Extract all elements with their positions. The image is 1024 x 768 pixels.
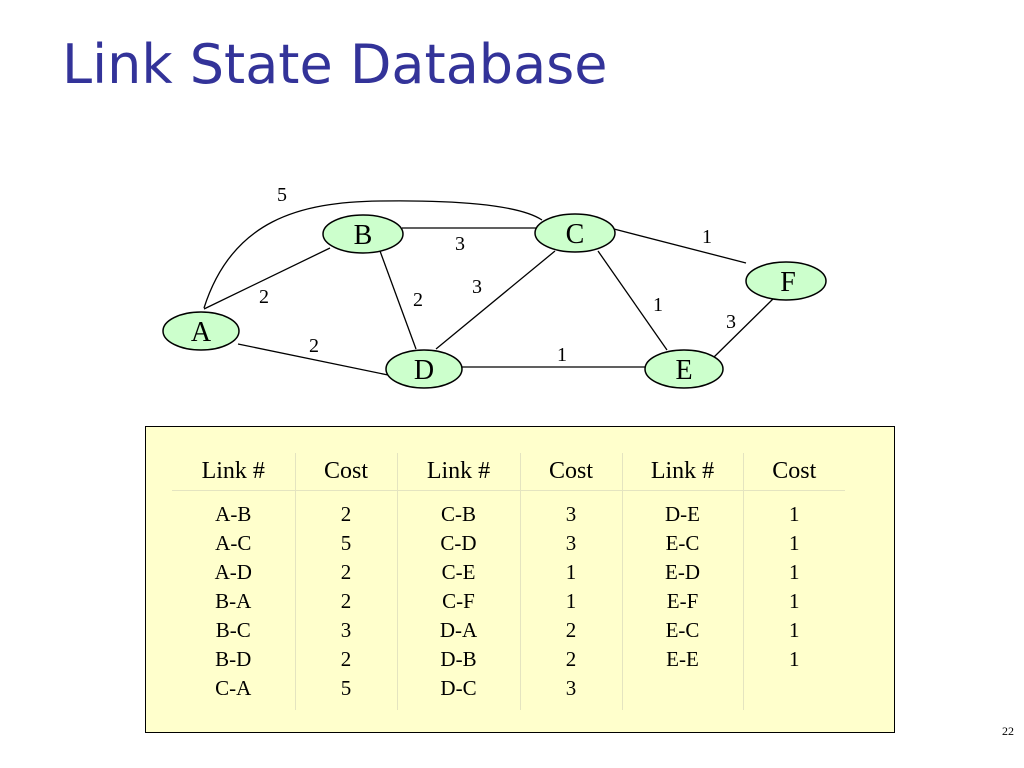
- edge-label-a-c: 5: [277, 184, 287, 206]
- table-cell: B-A: [215, 589, 252, 613]
- table-cell: 2: [340, 502, 352, 526]
- table-cell: A-D: [214, 560, 252, 584]
- table-cell: 2: [340, 560, 352, 584]
- table-cell: A-B: [215, 502, 252, 526]
- node-label-c: C: [566, 219, 585, 250]
- table-cell: D-A: [439, 618, 478, 642]
- column-cost-1: 2 5 2 2 3 2 5: [294, 490, 397, 710]
- edge-label-a-b: 2: [259, 286, 269, 308]
- node-label-b: B: [354, 220, 373, 251]
- table-cell: D-B: [440, 647, 477, 671]
- edge-label-c-d: 3: [472, 276, 482, 298]
- table-cell: 3: [340, 618, 352, 642]
- table-cell: 2: [565, 647, 577, 671]
- node-f: F: [745, 261, 827, 301]
- table-cell: 3: [565, 531, 577, 555]
- table-cell: 3: [565, 676, 577, 700]
- table-cell: B-C: [215, 618, 251, 642]
- table-cell: E-F: [666, 589, 699, 613]
- table-cell: 2: [340, 589, 352, 613]
- node-label-a: A: [191, 317, 212, 348]
- table-cell: D-E: [665, 502, 700, 526]
- edge-c-e: [597, 250, 668, 351]
- column-link-2: C-B C-D C-E C-F D-A D-B D-C: [396, 490, 520, 710]
- table-cell: A-C: [215, 531, 252, 555]
- table-cell: C-A: [215, 676, 252, 700]
- table-cell: C-F: [442, 589, 475, 613]
- edge-label-e-f: 3: [726, 311, 736, 333]
- table-cell: 1: [789, 618, 800, 642]
- table-row: A-B A-C A-D B-A B-C B-D C-A 2 5 2 2 3: [172, 490, 845, 711]
- header-cost-3: Cost: [742, 453, 845, 491]
- column-cost-3: 1 1 1 1 1 1: [742, 490, 845, 710]
- slide-title: Link State Database: [62, 33, 608, 96]
- table-cell: 1: [789, 560, 800, 584]
- table-header-row: Link # Cost Link # Cost Link # Cost: [172, 453, 845, 491]
- link-state-table-panel: Link # Cost Link # Cost Link # Cost A-B …: [145, 426, 895, 733]
- edge-label-d-e: 1: [557, 344, 567, 366]
- table-cell: E-E: [666, 647, 699, 671]
- header-cost-2: Cost: [519, 453, 622, 491]
- table-cell: C-B: [440, 502, 476, 526]
- edge-c-d: [435, 250, 556, 350]
- table-cell: E-C: [665, 618, 700, 642]
- node-label-f: F: [780, 267, 796, 298]
- table-cell: E-C: [665, 531, 700, 555]
- header-link-3: Link #: [621, 453, 743, 491]
- edge-c-f: [613, 228, 747, 264]
- table-cell: C-E: [441, 560, 476, 584]
- edge-label-c-e: 1: [653, 294, 663, 316]
- table-cell: B-D: [215, 647, 252, 671]
- table-cell: C-D: [440, 531, 477, 555]
- node-a: A: [162, 311, 240, 351]
- table-cell: 1: [789, 589, 800, 613]
- node-b: B: [322, 214, 404, 254]
- table-cell: 1: [565, 589, 577, 613]
- table-cell: 1: [565, 560, 577, 584]
- table-cell: 1: [789, 531, 800, 555]
- column-cost-2: 3 3 1 1 2 2 3: [519, 490, 622, 710]
- edge-a-d: [237, 343, 389, 376]
- header-link-2: Link #: [396, 453, 520, 491]
- table-cell: 1: [789, 647, 800, 671]
- table-cell: 5: [340, 676, 352, 700]
- table-cell: 5: [340, 531, 352, 555]
- edge-b-d: [379, 250, 417, 350]
- edge-label-a-d: 2: [309, 335, 319, 357]
- edge-label-b-d: 2: [413, 289, 423, 311]
- node-label-e: E: [675, 355, 692, 386]
- edge-e-f: [712, 295, 777, 359]
- table-cell: D-C: [440, 676, 477, 700]
- node-e: E: [644, 349, 724, 389]
- header-cost-1: Cost: [294, 453, 397, 491]
- page-number: 22: [1002, 724, 1014, 738]
- column-link-1: A-B A-C A-D B-A B-C B-D C-A: [172, 491, 295, 711]
- table-cell: E-D: [665, 560, 700, 584]
- link-state-table: Link # Cost Link # Cost Link # Cost A-B …: [172, 453, 845, 710]
- column-link-3: D-E E-C E-D E-F E-C E-E: [621, 490, 743, 710]
- node-label-d: D: [414, 355, 434, 386]
- header-link-1: Link #: [172, 453, 295, 491]
- table-cell: 2: [340, 647, 352, 671]
- edge-a-b: [203, 247, 331, 310]
- table-cell: 2: [565, 618, 577, 642]
- node-d: D: [385, 349, 463, 389]
- edge-a-c: [203, 200, 543, 309]
- network-graph: 5 2 2 3 2 3 1 1 1 3 A B C D E: [162, 184, 827, 389]
- node-c: C: [534, 213, 616, 253]
- edge-label-b-c: 3: [455, 233, 465, 255]
- table-cell: 1: [789, 502, 800, 526]
- table-cell: 3: [565, 502, 577, 526]
- edge-label-c-f: 1: [702, 226, 712, 248]
